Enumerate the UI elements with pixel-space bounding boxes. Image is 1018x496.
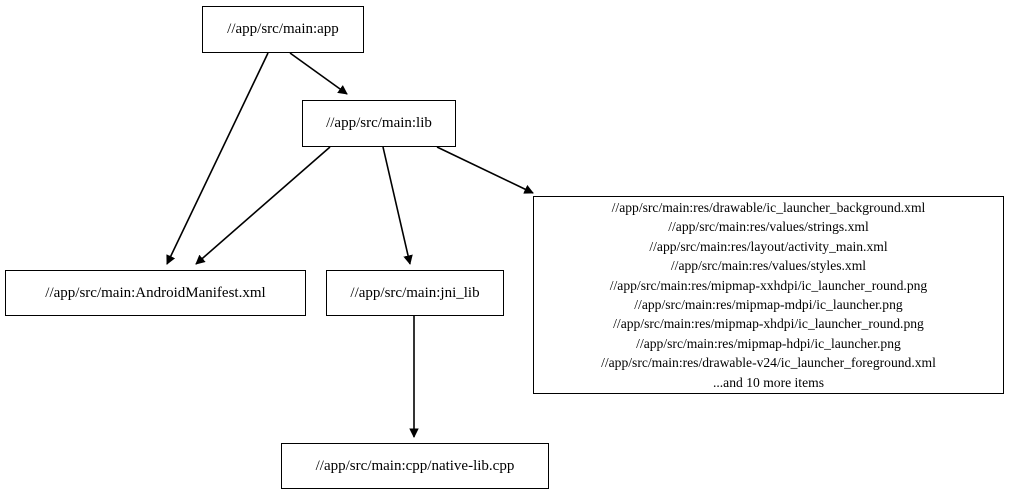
node-res-group-label: //app/src/main:res/drawable/ic_launcher_…	[601, 199, 936, 390]
node-lib[interactable]: //app/src/main:lib	[302, 100, 456, 147]
node-android-manifest[interactable]: //app/src/main:AndroidManifest.xml	[5, 270, 306, 316]
edge-lib-to-manifest	[195, 146, 331, 265]
node-native-lib-cpp[interactable]: //app/src/main:cpp/native-lib.cpp	[281, 443, 549, 489]
node-jni-lib-label: //app/src/main:jni_lib	[350, 284, 480, 301]
node-res-group[interactable]: //app/src/main:res/drawable/ic_launcher_…	[533, 196, 1004, 394]
node-app[interactable]: //app/src/main:app	[202, 6, 364, 53]
edge-app-to-lib	[289, 52, 348, 95]
edge-app-to-manifest	[166, 52, 269, 265]
node-android-manifest-label: //app/src/main:AndroidManifest.xml	[45, 284, 266, 301]
edge-lib-to-res	[436, 146, 534, 194]
node-app-label: //app/src/main:app	[227, 21, 339, 37]
node-lib-label: //app/src/main:lib	[326, 115, 432, 131]
edge-lib-to-jni-lib	[382, 146, 413, 265]
node-jni-lib[interactable]: //app/src/main:jni_lib	[326, 270, 504, 316]
node-native-lib-cpp-label: //app/src/main:cpp/native-lib.cpp	[315, 457, 515, 474]
